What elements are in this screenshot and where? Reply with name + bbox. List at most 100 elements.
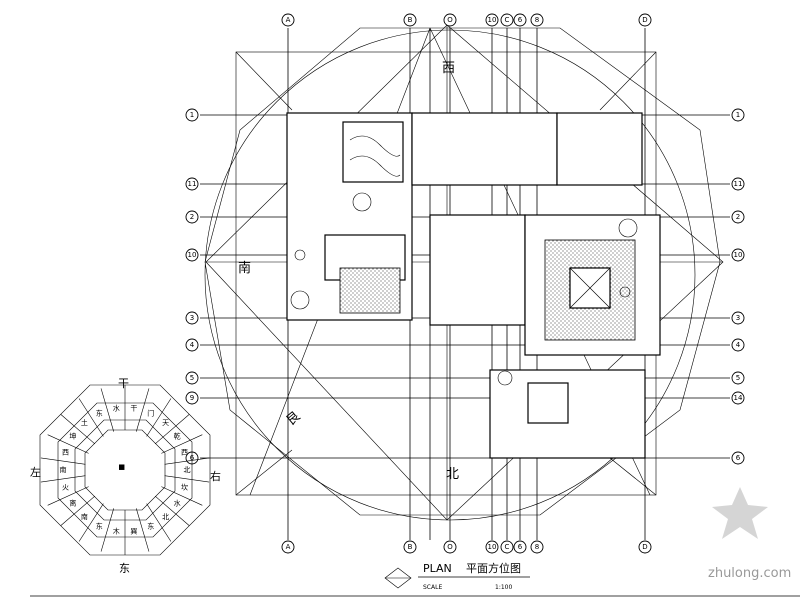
plant-icon xyxy=(618,218,638,238)
label-center: 艮 xyxy=(284,409,304,429)
svg-text:11: 11 xyxy=(734,180,743,188)
plant-icon xyxy=(290,290,310,310)
caption-scale-value: 1:100 xyxy=(495,584,512,591)
bathroom-block xyxy=(411,112,558,186)
svg-text:D: D xyxy=(642,16,647,24)
svg-text:10: 10 xyxy=(734,251,743,259)
compass-left-label: 左 xyxy=(30,466,41,479)
compass-ring-char: 东 xyxy=(147,521,154,530)
octagon-outline xyxy=(204,27,721,516)
svg-text:10: 10 xyxy=(488,16,497,24)
column-axis-bubble: D xyxy=(638,540,652,554)
column-axis-bubble: 6 xyxy=(513,540,527,554)
caption-scale-label: SCALE xyxy=(423,584,442,591)
svg-text:4: 4 xyxy=(736,341,741,349)
row-axis-bubble: 4 xyxy=(731,338,745,352)
compass-ring-char: 木 xyxy=(113,526,120,535)
svg-text:1: 1 xyxy=(190,111,194,119)
row-axis-bubble: 1 xyxy=(731,108,745,122)
column-axis-bubble: C xyxy=(500,13,514,27)
row-axis-bubble: 4 xyxy=(185,338,199,352)
compass-ring-char: 天 xyxy=(162,419,169,427)
watermark-text: zhulong.com xyxy=(708,566,791,581)
svg-text:D: D xyxy=(642,543,647,551)
column-axis-bubble: 8 xyxy=(530,540,544,554)
svg-text:1: 1 xyxy=(736,111,740,119)
column-axis-bubble: 10 xyxy=(485,540,499,554)
svg-text:A: A xyxy=(286,543,291,551)
watermark-logo xyxy=(712,487,768,539)
caption-title: 平面方位图 xyxy=(466,561,521,575)
plan-caption: PLAN 平面方位图 SCALE 1:100 xyxy=(384,561,530,591)
compass-ring-char: 南 xyxy=(81,512,88,521)
plant-icon xyxy=(497,370,513,386)
row-axis-bubble: 2 xyxy=(731,210,745,224)
label-south: 南 xyxy=(238,260,251,276)
corridor-block xyxy=(429,214,526,326)
row-axis-bubble: 9 xyxy=(185,391,199,405)
compass-ring-char: 坎 xyxy=(181,482,188,491)
svg-text:3: 3 xyxy=(736,314,740,322)
svg-text:O: O xyxy=(447,543,453,551)
column-axis-bubble: D xyxy=(638,13,652,27)
row-axis-bubble: 3 xyxy=(731,311,745,325)
svg-text:6: 6 xyxy=(518,16,523,24)
label-west: 西 xyxy=(442,61,455,76)
row-axis-bubble: 10 xyxy=(731,248,745,262)
compass-ring-char: 西 xyxy=(181,449,188,457)
svg-text:2: 2 xyxy=(736,213,740,221)
compass-ring-char: 北 xyxy=(184,466,191,474)
row-axis-bubble: 2 xyxy=(185,210,199,224)
compass-ring-char: 坤 xyxy=(69,431,76,440)
svg-text:8: 8 xyxy=(535,543,539,551)
compass-ring-char: 水 xyxy=(113,404,120,413)
svg-text:B: B xyxy=(408,543,413,551)
row-axis-bubble: 5 xyxy=(185,371,199,385)
column-axis-bubble: B xyxy=(403,13,417,27)
compass-ring-char: 南 xyxy=(60,465,67,474)
svg-text:C: C xyxy=(505,543,510,551)
svg-text:C: C xyxy=(505,16,510,24)
compass-ring-char: 门 xyxy=(147,409,154,418)
column-axis-bubble: 6 xyxy=(513,13,527,27)
row-axis-bubble: 11 xyxy=(731,177,745,191)
bed-lower xyxy=(339,267,401,314)
plant-icon xyxy=(352,192,372,212)
compass-ring-char: 火 xyxy=(62,483,69,491)
svg-text:O: O xyxy=(447,16,453,24)
column-axis-bubble: O xyxy=(443,13,457,27)
compass-ring-char: 离 xyxy=(69,499,76,508)
row-axis-bubble: 10 xyxy=(185,248,199,262)
label-north: 北 xyxy=(446,467,459,482)
svg-text:6: 6 xyxy=(736,454,741,462)
svg-text:14: 14 xyxy=(734,394,743,402)
study-block xyxy=(556,112,643,186)
svg-text:A: A xyxy=(286,16,291,24)
column-axis-bubble: O xyxy=(443,540,457,554)
compass-ring-char: 乾 xyxy=(174,431,181,440)
svg-text:11: 11 xyxy=(188,180,197,188)
compass-ring-char: 西 xyxy=(62,449,69,457)
bed-top xyxy=(342,121,404,183)
svg-text:9: 9 xyxy=(190,394,194,402)
dining-table xyxy=(527,382,569,424)
compass-bottom-label: 东 xyxy=(119,562,130,575)
column-axis-bubble: 8 xyxy=(530,13,544,27)
compass-ring-char: 干 xyxy=(130,405,137,413)
compass-top-label: 干 xyxy=(118,377,129,390)
svg-text:10: 10 xyxy=(188,251,197,259)
caption-plan: PLAN xyxy=(423,562,452,575)
column-axis-bubble: B xyxy=(403,540,417,554)
row-axis-bubble: 1 xyxy=(185,108,199,122)
column-axis-bubble: C xyxy=(500,540,514,554)
column-axis-bubble: A xyxy=(281,13,295,27)
svg-text:8: 8 xyxy=(535,16,539,24)
svg-text:5: 5 xyxy=(190,374,194,382)
compass-ring-char: 北 xyxy=(162,513,169,521)
row-axis-bubble: 14 xyxy=(731,391,745,405)
compass-ring-char: 水 xyxy=(174,499,181,508)
compass-center-glyph: ▪ xyxy=(118,460,125,473)
column-axis-bubble: A xyxy=(281,540,295,554)
